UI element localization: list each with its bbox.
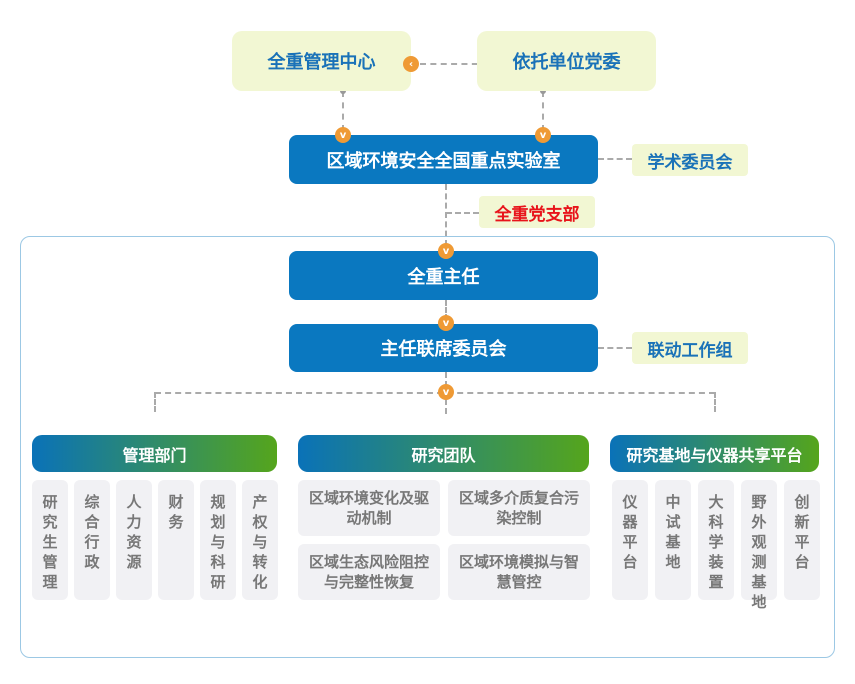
lab-box: 区域环境安全全国重点实验室	[289, 135, 598, 184]
research-header: 研究团队	[298, 435, 589, 472]
mgmt-item: 人力资源	[116, 480, 152, 600]
research-team: 区域环境模拟与智慧管控	[448, 544, 590, 600]
party-committee-box: 依托单位党委	[477, 31, 656, 91]
connector-dot	[340, 88, 346, 94]
academic-committee-tag: 学术委员会	[632, 144, 748, 176]
connector	[342, 91, 344, 131]
mgmt-item: 产权与转化	[242, 480, 278, 600]
research-team: 区域生态风险阻控与完整性恢复	[298, 544, 440, 600]
chevron-down-icon: v	[535, 127, 551, 143]
mgmt-item: 综合行政	[74, 480, 110, 600]
lab-frame	[20, 236, 835, 658]
connector	[155, 392, 715, 394]
mgmt-item: 规划与科研	[200, 480, 236, 600]
research-team: 区域环境变化及驱动机制	[298, 480, 440, 536]
chevron-down-icon: v	[438, 384, 454, 400]
connector	[446, 212, 479, 214]
mgmt-header: 管理部门	[32, 435, 277, 472]
base-item: 野外观测基地	[741, 480, 777, 611]
chevron-down-icon: v	[438, 243, 454, 259]
director-box: 全重主任	[289, 251, 598, 300]
joint-committee-box: 主任联席委员会	[289, 324, 598, 372]
mgmt-item: 财务	[158, 480, 194, 600]
connector	[154, 392, 156, 412]
connector-dot	[540, 88, 546, 94]
base-item: 创新平台	[784, 480, 820, 600]
chevron-down-icon: v	[438, 315, 454, 331]
research-team: 区域多介质复合污染控制	[448, 480, 590, 536]
connector	[445, 184, 447, 246]
connector	[542, 91, 544, 131]
connector	[714, 392, 716, 412]
management-center-box: 全重管理中心	[232, 31, 411, 91]
party-branch-tag: 全重党支部	[479, 196, 595, 228]
connector	[598, 347, 632, 349]
connector	[445, 300, 447, 320]
chevron-down-icon: v	[335, 127, 351, 143]
base-item: 仪器平台	[612, 480, 648, 600]
mgmt-item: 研究生管理	[32, 480, 68, 600]
chevron-left-icon: ‹	[403, 56, 419, 72]
base-header: 研究基地与仪器共享平台	[610, 435, 819, 472]
base-item: 中试基地	[655, 480, 691, 600]
base-item: 大科学装置	[698, 480, 734, 600]
linkage-group-tag: 联动工作组	[632, 332, 748, 364]
connector	[598, 158, 632, 160]
